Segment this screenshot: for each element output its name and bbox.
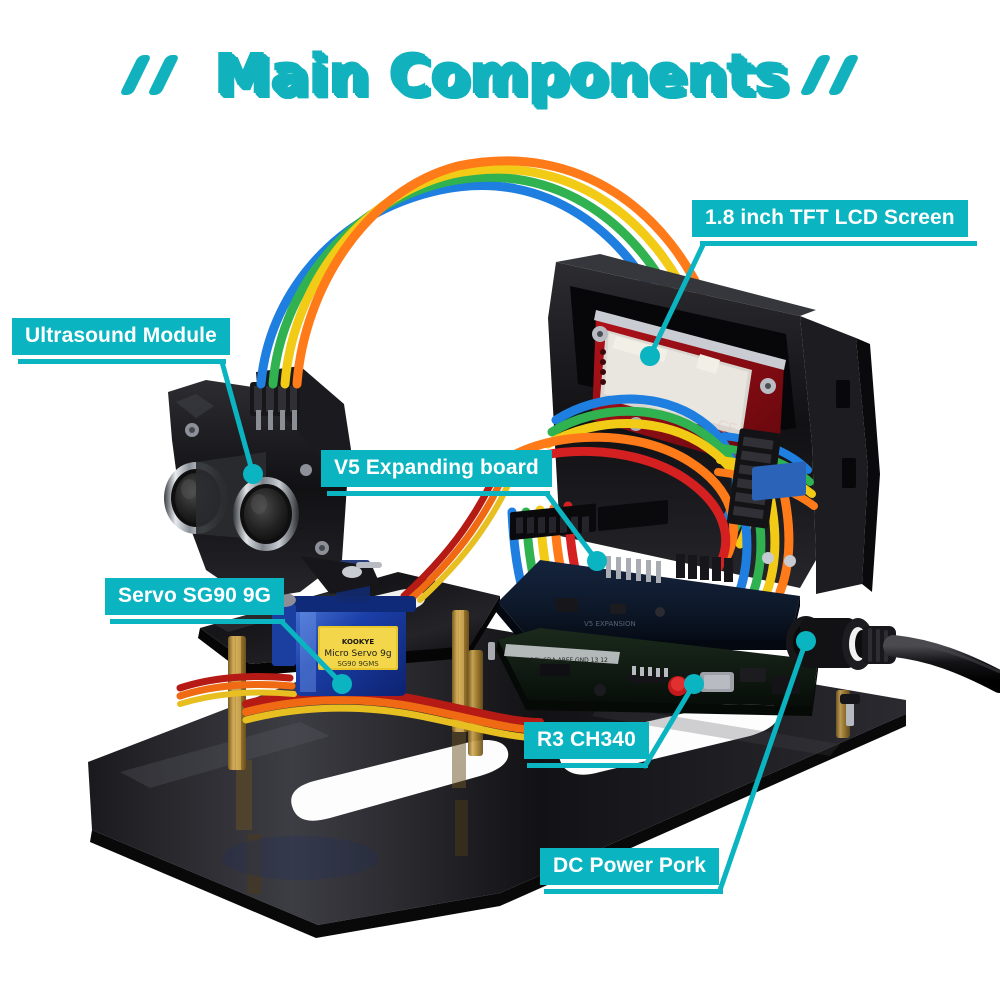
callout-r3-ch340: R3 CH340 [524,722,649,769]
v5-expanding-board: V5 EXPANSION [496,461,806,650]
callout-ultrasound-module: Ultrasound Module [12,318,230,365]
callout-rule [700,241,977,247]
page-title-text: Main Components [210,39,790,111]
callout-rule [110,619,285,625]
dc-power-jack [786,616,1000,693]
arduino-r3-ch340: SCL SDA AREF GND 13 12 [496,628,818,716]
tft-lcd-board: CE SPI 1.8 TFT [592,310,786,474]
callout-rule [527,763,648,769]
callout-label-v5-expanding-board: V5 Expanding board [321,450,552,488]
callout-rule [327,491,550,497]
callout-tft-lcd-screen: 1.8 inch TFT LCD Screen [692,200,977,247]
svg-text:SCL SDA AREF GND 13 12: SCL SDA AREF GND 13 12 [530,657,608,664]
callout-label-dc-power-pork: DC Power Pork [540,848,720,886]
svg-text:V5 EXPANSION: V5 EXPANSION [584,620,636,628]
ultrasound-bracket [164,366,382,600]
callout-rule [544,889,723,895]
svg-text:KOOKYE: KOOKYE [342,638,375,646]
servo-wires [176,456,544,742]
callout-label-servo-sg90-9g: Servo SG90 9G [105,578,285,616]
page-title: Main Components [0,39,1000,111]
callout-servo-sg90-9g: Servo SG90 9G [105,578,285,625]
base-hardware [488,642,860,726]
callout-label-r3-ch340: R3 CH340 [524,722,649,760]
callout-label-ultrasound-module: Ultrasound Module [12,318,230,356]
callout-dc-power-pork: DC Power Pork [540,848,723,895]
svg-text:Micro Servo 9g: Micro Servo 9g [324,649,391,659]
ultrasound-connector [250,382,300,430]
svg-text:SG90 9GMS: SG90 9GMS [337,660,379,668]
callout-rule [18,359,226,365]
callout-v5-expanding-board: V5 Expanding board [321,450,552,497]
callout-label-tft-lcd-screen: 1.8 inch TFT LCD Screen [692,200,968,238]
